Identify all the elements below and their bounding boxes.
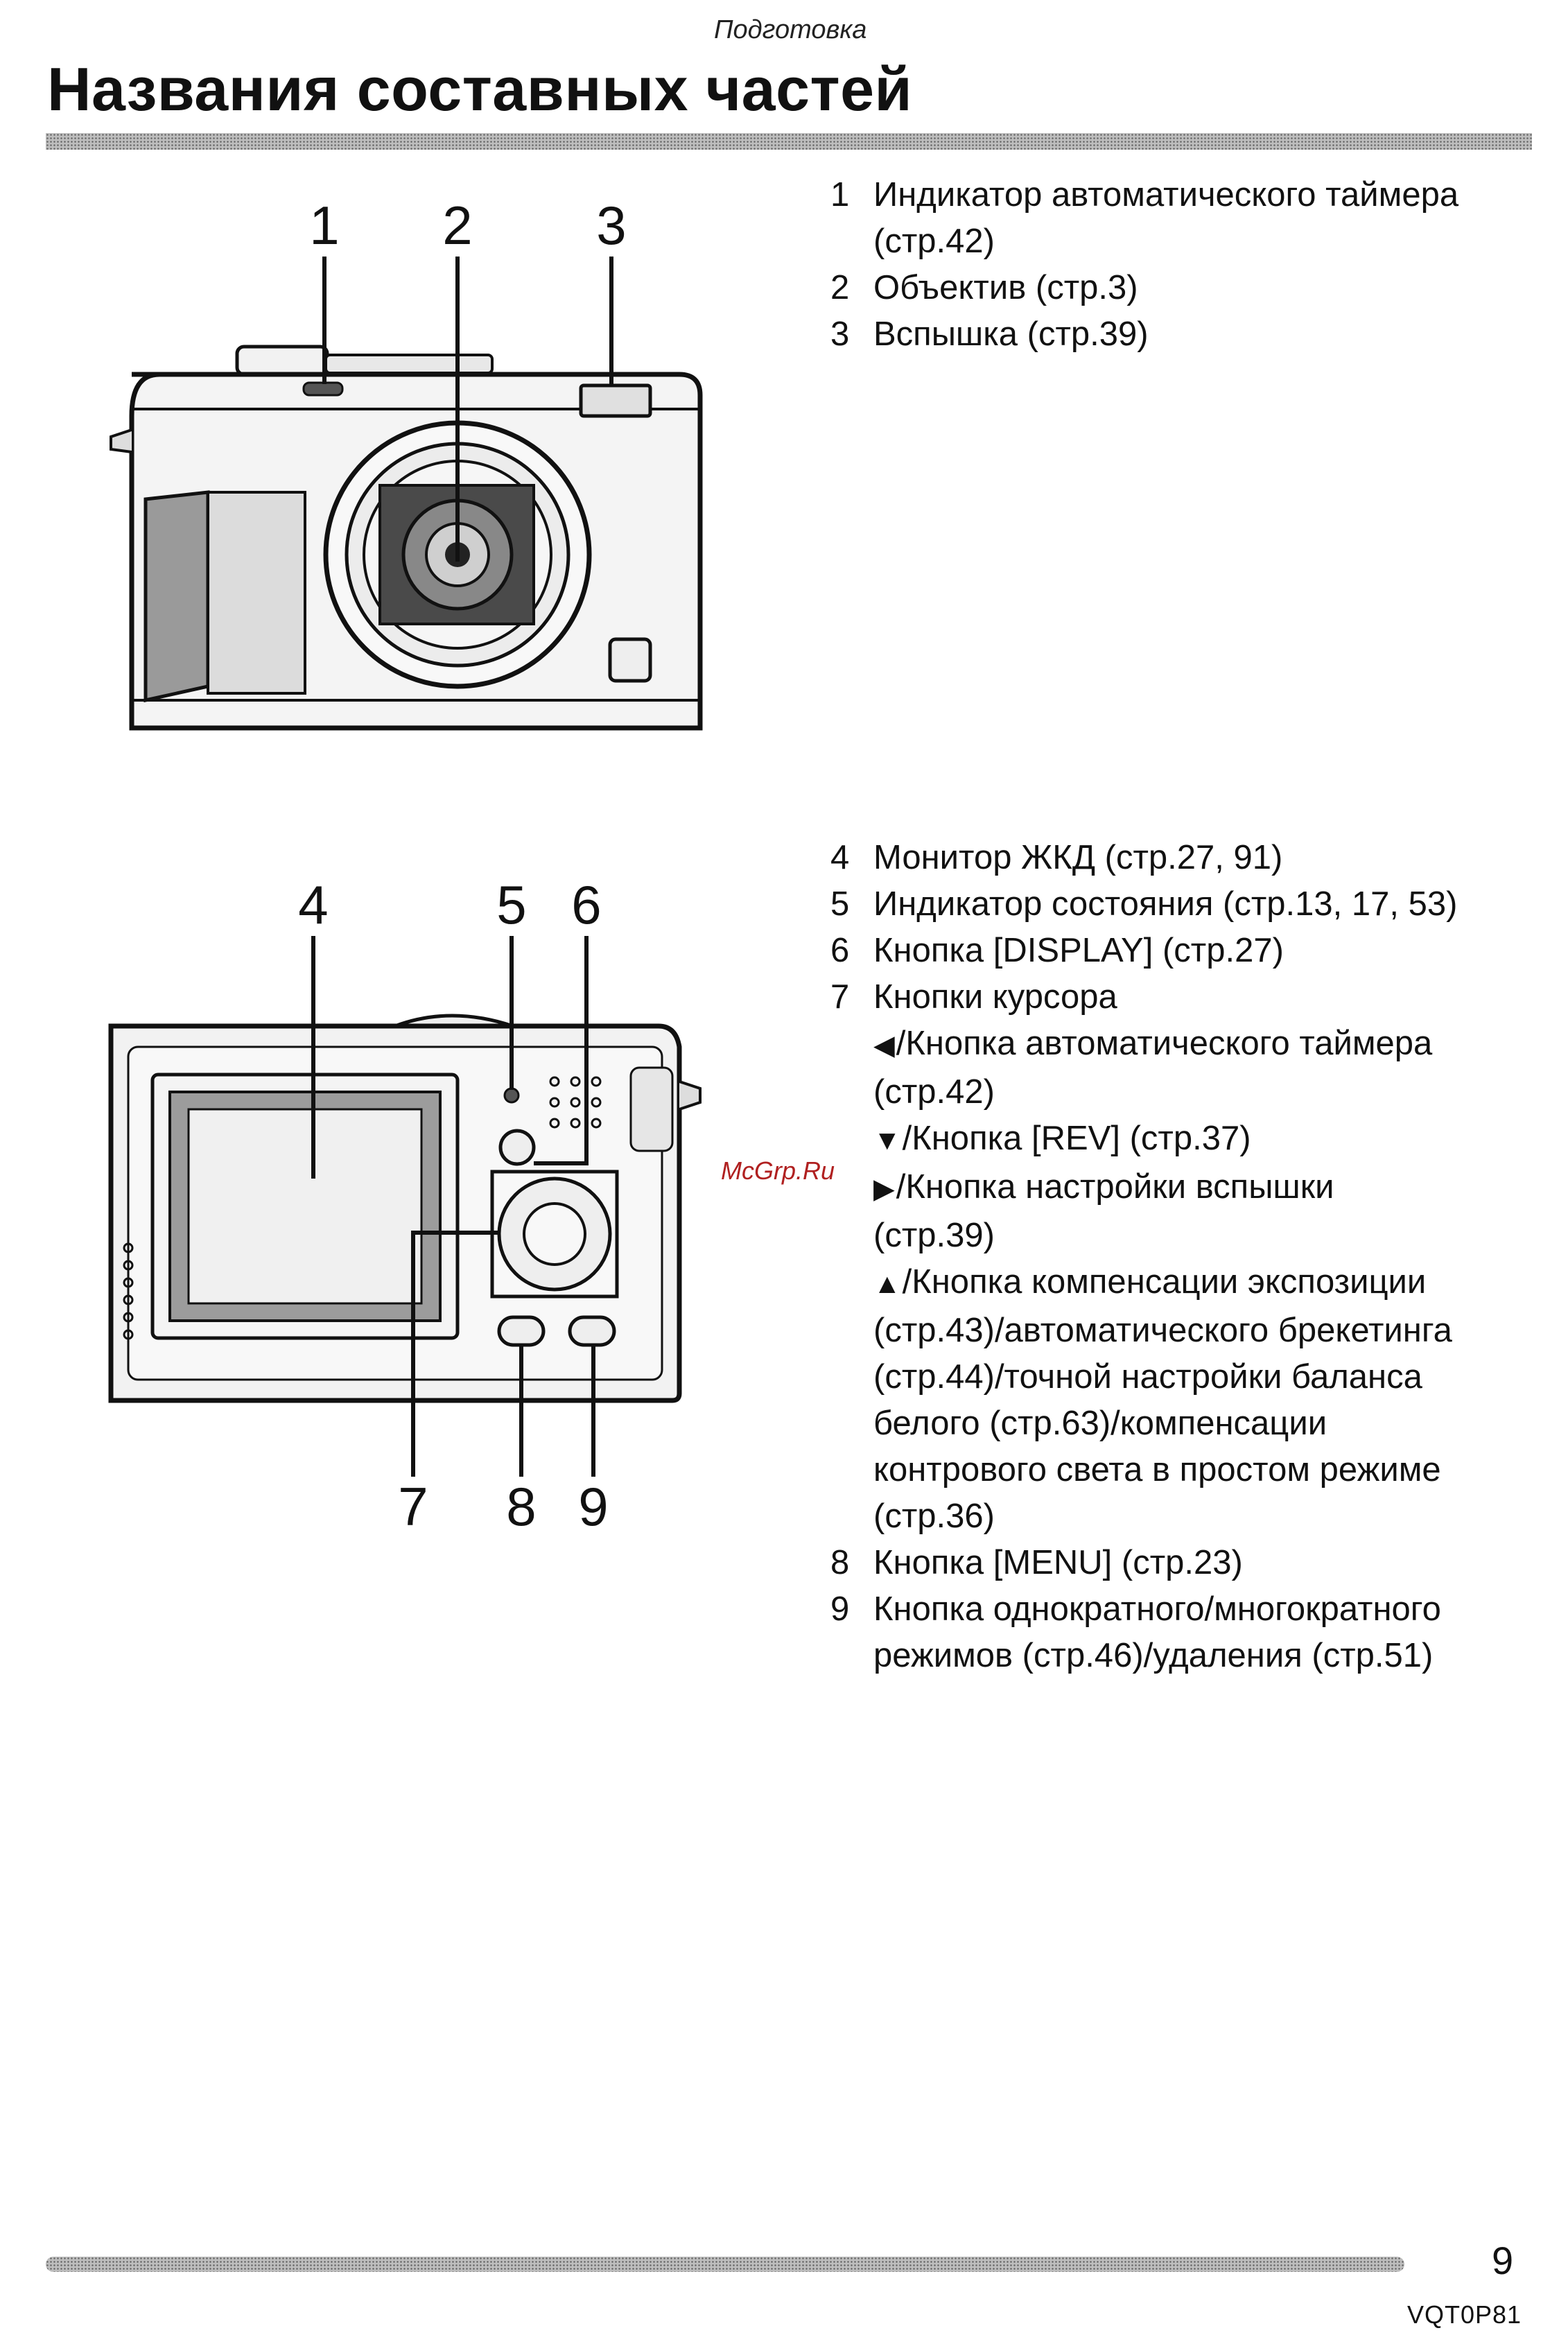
back-parts-list: 4 Монитор ЖКД (стр.27, 91) 5 Индикатор с… [826, 835, 1547, 1679]
watermark: McGrp.Ru [721, 1156, 835, 1185]
delete-button[interactable] [568, 1315, 616, 1347]
left-grip-dots [123, 1242, 134, 1340]
item-text: режимов (стр.46)/удаления (стр.51) [873, 1637, 1434, 1674]
leader-6 [534, 936, 589, 1165]
item-text: Кнопки курсора [873, 978, 1117, 1016]
footer-rule [46, 2257, 1404, 2272]
callout-1: 1 [309, 195, 339, 256]
item-text: (стр.43)/автоматического брекетинга [873, 1312, 1452, 1349]
item-text: /Кнопка настройки вспышки [896, 1168, 1334, 1206]
item-number: 1 [830, 176, 850, 214]
item-text: Индикатор состояния (стр.13, 17, 53) [873, 885, 1458, 923]
list-item: 1 Индикатор автоматического таймера (стр… [826, 172, 1547, 265]
list-item: 4 Монитор ЖКД (стр.27, 91) [826, 835, 1547, 881]
page-title: Названия составных частей [47, 55, 913, 123]
item-number: 5 [830, 885, 850, 923]
af-assist-window [608, 637, 652, 683]
strap-lug-back [679, 1080, 702, 1111]
item-number: 6 [830, 932, 850, 969]
item-text: белого (стр.63)/компенсации [873, 1405, 1327, 1442]
shutter-top [324, 354, 494, 374]
callout-8: 8 [506, 1476, 536, 1537]
item-text: контрового света в простом режиме [873, 1451, 1441, 1488]
grip [143, 490, 210, 703]
list-item: 6 Кнопка [DISPLAY] (стр.27) [826, 928, 1547, 974]
right-arrow-icon: ▶ [873, 1174, 895, 1204]
front-parts-list: 1 Индикатор автоматического таймера (стр… [826, 172, 1547, 358]
grip-panel [207, 491, 306, 695]
item-text: (стр.39) [873, 1217, 995, 1254]
list-item: 2 Объектив (стр.3) [826, 265, 1547, 311]
leader-7 [411, 1231, 500, 1477]
menu-button[interactable] [497, 1315, 546, 1347]
callout-9: 9 [578, 1476, 608, 1537]
left-arrow-icon: ◀ [873, 1030, 895, 1061]
mode-dial [235, 345, 329, 376]
list-item: 3 Вспышка (стр.39) [826, 311, 1547, 358]
down-arrow-icon: ▼ [873, 1125, 901, 1156]
callout-5: 5 [496, 874, 526, 935]
model-code: VQT0P81 [1407, 2300, 1522, 2329]
callout-6: 6 [571, 874, 601, 935]
item-text: (стр.42) [873, 223, 995, 260]
item-text: (стр.44)/точной настройки баланса [873, 1358, 1422, 1396]
self-timer-lamp [302, 381, 344, 397]
flash [579, 383, 652, 418]
item-text: (стр.36) [873, 1498, 995, 1535]
strap-lug [110, 428, 132, 453]
camera-back-diagram: 4 5 6 7 8 9 [108, 874, 702, 1537]
callout-7: 7 [398, 1476, 428, 1537]
camera-front-diagram: 1 2 3 [110, 195, 703, 731]
item-text: Объектив (стр.3) [873, 269, 1138, 306]
cursor-left-desc: ◀/Кнопка автоматического таймера [873, 1021, 1547, 1069]
item-text: /Кнопка [REV] (стр.37) [902, 1120, 1251, 1157]
item-text: Вспышка (стр.39) [873, 315, 1149, 353]
item-text: /Кнопка компенсации экспозиции [902, 1263, 1427, 1301]
item-number: 7 [830, 978, 850, 1016]
item-number: 9 [830, 1590, 850, 1628]
section-label: Подготовка [714, 15, 867, 44]
cursor-down-desc: ▼/Кнопка [REV] (стр.37) [873, 1116, 1547, 1164]
callout-3: 3 [596, 195, 626, 256]
lcd-inner [187, 1108, 423, 1305]
callout-2: 2 [442, 195, 472, 256]
item-text: Индикатор автоматического таймера [873, 176, 1459, 214]
page-number: 9 [1492, 2239, 1514, 2282]
title-rule [46, 133, 1532, 150]
item-text: Кнопка [MENU] (стр.23) [873, 1544, 1243, 1581]
cursor-right-desc: ▶/Кнопка настройки вспышки [873, 1164, 1547, 1213]
cursor-up-desc: ▲/Кнопка компенсации экспозиции [873, 1259, 1547, 1308]
list-item: 5 Индикатор состояния (стр.13, 17, 53) [826, 881, 1547, 928]
status-lamp [503, 1087, 520, 1104]
item-text: Кнопка [DISPLAY] (стр.27) [873, 932, 1284, 969]
side-grip [629, 1066, 674, 1152]
list-item: 8 Кнопка [MENU] (стр.23) [826, 1540, 1547, 1586]
item-text: (стр.42) [873, 1073, 995, 1111]
item-number: 8 [830, 1544, 850, 1581]
list-item: 7 Кнопки курсора ◀/Кнопка автоматическог… [826, 974, 1547, 1540]
item-number: 2 [830, 269, 850, 306]
callout-4: 4 [298, 874, 328, 935]
top-dial [394, 1014, 514, 1028]
display-button[interactable] [498, 1129, 536, 1166]
list-item: 9 Кнопка однократного/многократного режи… [826, 1586, 1547, 1679]
up-arrow-icon: ▲ [873, 1269, 901, 1299]
item-number: 3 [830, 315, 850, 353]
item-text: Кнопка однократного/многократного [873, 1590, 1441, 1628]
item-text: Монитор ЖКД (стр.27, 91) [873, 839, 1283, 876]
item-number: 4 [830, 839, 850, 876]
speaker-holes [549, 1076, 602, 1129]
cursor-pad-center[interactable] [523, 1202, 586, 1266]
item-text: /Кнопка автоматического таймера [896, 1025, 1433, 1062]
